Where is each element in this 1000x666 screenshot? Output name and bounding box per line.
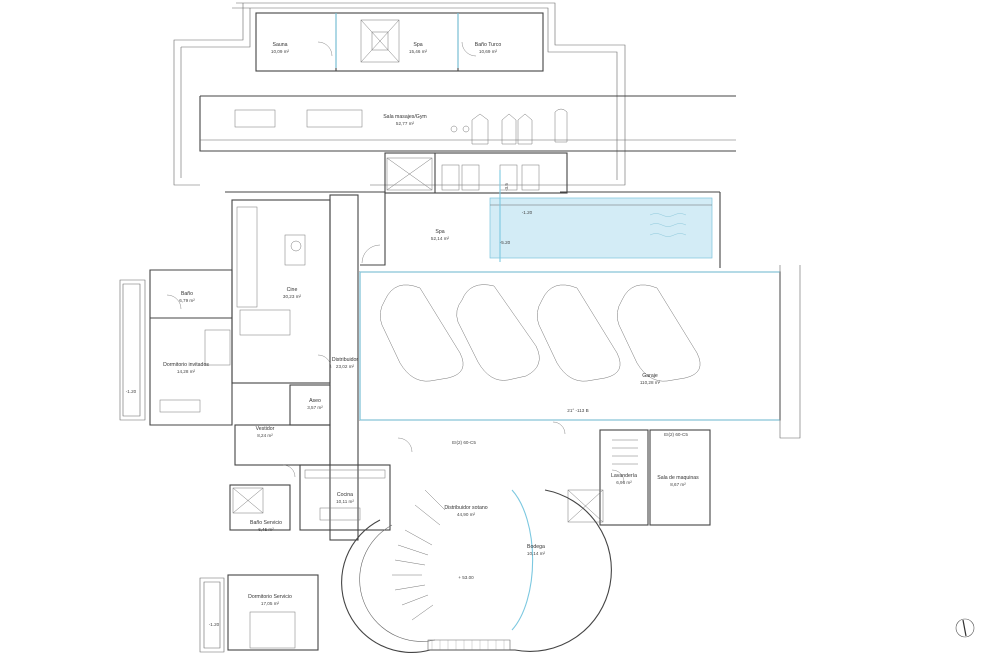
room-aseo-area: 3,57 m² bbox=[307, 405, 323, 410]
room-sauna-area: 10,09 m² bbox=[271, 49, 290, 54]
room-bano-area: 6,79 m² bbox=[179, 298, 195, 303]
room-cocina-area: 10,11 m² bbox=[336, 499, 354, 504]
room-vestidor-area: 8,24 m² bbox=[257, 433, 273, 438]
fire-rating-left-label: EI(2) 60-C5 bbox=[452, 440, 476, 445]
level-520-label: -5.20 bbox=[500, 240, 511, 245]
room-labels: Sauna 10,09 m² Spa 15,46 m² Baño Turco 1… bbox=[163, 42, 699, 606]
level-5300-label: + 53.00 bbox=[458, 575, 474, 580]
room-bano-name: Baño bbox=[181, 291, 193, 297]
room-cine-name: Cine bbox=[287, 287, 298, 293]
main-level bbox=[119, 191, 801, 653]
room-cine-area: 30,23 m² bbox=[283, 294, 302, 299]
level-left-label: -1.20 bbox=[126, 389, 137, 394]
room-vestidor-name: Vestidor bbox=[256, 426, 275, 432]
level-pool-label: -1.20 bbox=[522, 210, 533, 215]
room-distribuidor-name: Distribuidor bbox=[332, 357, 359, 363]
room-aseo-name: Aseo bbox=[309, 398, 321, 404]
room-spa-top-area: 15,46 m² bbox=[409, 49, 428, 54]
level-35-label: -3.5 bbox=[504, 183, 509, 191]
room-dormitorio-servicio-name: Dormitorio Servicio bbox=[248, 594, 292, 600]
level-2115-label: 21° -113 B bbox=[567, 408, 588, 413]
room-lavanderia-area: 6,96 m² bbox=[616, 480, 632, 485]
room-cocina-name: Cocina bbox=[337, 492, 353, 498]
wellness-wing bbox=[173, 2, 736, 186]
room-sala-maquinas-area: 8,67 m² bbox=[670, 482, 686, 487]
room-masajes-area: 52,77 m² bbox=[396, 121, 415, 126]
level-bottom-label: -1.20 bbox=[209, 622, 220, 627]
room-lavanderia-name: Lavandería bbox=[611, 473, 637, 479]
room-bodega-area: 10,14 m² bbox=[527, 551, 546, 556]
room-bano-servicio-name: Baño Servicio bbox=[250, 520, 282, 526]
room-bodega-name: Bodega bbox=[527, 544, 545, 550]
room-distribuidor-area: 23,02 m² bbox=[336, 364, 355, 369]
room-bano-servicio-area: 6,45 m² bbox=[258, 527, 274, 532]
room-distribuidor-sotano-name: Distribuidor sotano bbox=[444, 505, 487, 511]
room-dormitorio-invitados-area: 14,28 m² bbox=[177, 369, 196, 374]
spa-zone bbox=[384, 152, 721, 268]
room-garaje-area: 110,28 m² bbox=[640, 380, 661, 385]
room-garaje-name: Garaje bbox=[642, 373, 658, 379]
room-spa-top-name: Spa bbox=[413, 42, 422, 48]
fire-rating-right-label: EI(2) 60-C5 bbox=[664, 432, 688, 437]
room-sala-maquinas-name: Sala de maquinas bbox=[657, 475, 699, 481]
room-masajes-name: Sala masajes/Gym bbox=[383, 114, 427, 120]
room-dormitorio-servicio-area: 17,05 m² bbox=[261, 601, 280, 606]
room-bano-turco-area: 10,69 m² bbox=[479, 49, 498, 54]
garage-cars bbox=[379, 284, 701, 382]
room-dormitorio-invitados-name: Dormitorio invitados bbox=[163, 362, 209, 368]
room-spa-name: Spa bbox=[435, 229, 444, 235]
north-arrow-icon bbox=[955, 618, 975, 638]
room-spa-area: 52,14 m² bbox=[431, 236, 450, 241]
level-annotations: -1.20 -5.20 -3.5 -1.20 -1.20 EI(2) 60-C5… bbox=[126, 183, 689, 627]
room-distribuidor-sotano-area: 44,90 m² bbox=[457, 512, 476, 517]
room-sauna-name: Sauna bbox=[272, 42, 287, 48]
room-bano-turco-name: Baño Turco bbox=[475, 42, 502, 48]
